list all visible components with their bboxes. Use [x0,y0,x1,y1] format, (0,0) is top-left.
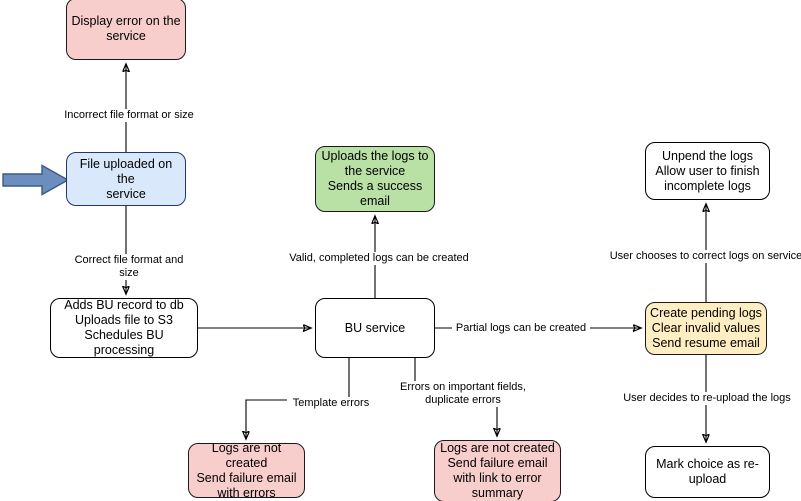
node-label: BU service [344,320,406,335]
node-label: Logs are not created Send failure email … [440,441,555,500]
node-label: File uploaded on the service [79,156,173,201]
node-logs-not-created-errors[interactable]: Logs are not created Send failure email … [188,440,305,500]
node-display-error[interactable]: Display error on the service [66,0,186,60]
node-adds-bu-record[interactable]: Adds BU record to db Uploads file to S3 … [50,298,198,358]
node-label: Create pending logs Clear invalid values… [650,306,762,350]
node-label: Uploads the logs to the service Sends a … [321,149,429,208]
edge-label-correct-on-service: User chooses to correct logs on service [606,250,801,263]
node-bu-service[interactable]: BU service [315,298,435,358]
edge-label-important-field-errors: Errors on important fields, duplicate er… [393,381,533,407]
edge-label-valid-logs: Valid, completed logs can be created [286,252,472,265]
node-label: Display error on the service [71,14,181,43]
entry-arrow-icon [2,164,70,196]
node-label: Unpend the logs Allow user to finish inc… [655,148,760,193]
node-unpend-logs[interactable]: Unpend the logs Allow user to finish inc… [645,142,770,200]
edge-label-incorrect-format: Incorrect file format or size [60,109,198,122]
node-label: Mark choice as re- upload [656,457,759,486]
node-logs-not-created-summary[interactable]: Logs are not created Send failure email … [434,440,561,501]
node-create-pending-logs[interactable]: Create pending logs Clear invalid values… [645,302,767,355]
edge-label-partial-logs: Partial logs can be created [452,322,590,335]
edge-label-reupload: User decides to re-upload the logs [615,392,799,405]
node-mark-choice-reupload[interactable]: Mark choice as re- upload [645,446,770,498]
node-label: Adds BU record to db Uploads file to S3 … [64,298,184,357]
node-label: Logs are not created Send failure email … [196,440,297,500]
node-uploads-logs[interactable]: Uploads the logs to the service Sends a … [315,146,435,212]
edge-label-correct-format: Correct file format and size [62,254,196,280]
edge-label-template-errors: Template errors [287,397,375,410]
node-file-uploaded[interactable]: File uploaded on the service [66,152,186,206]
